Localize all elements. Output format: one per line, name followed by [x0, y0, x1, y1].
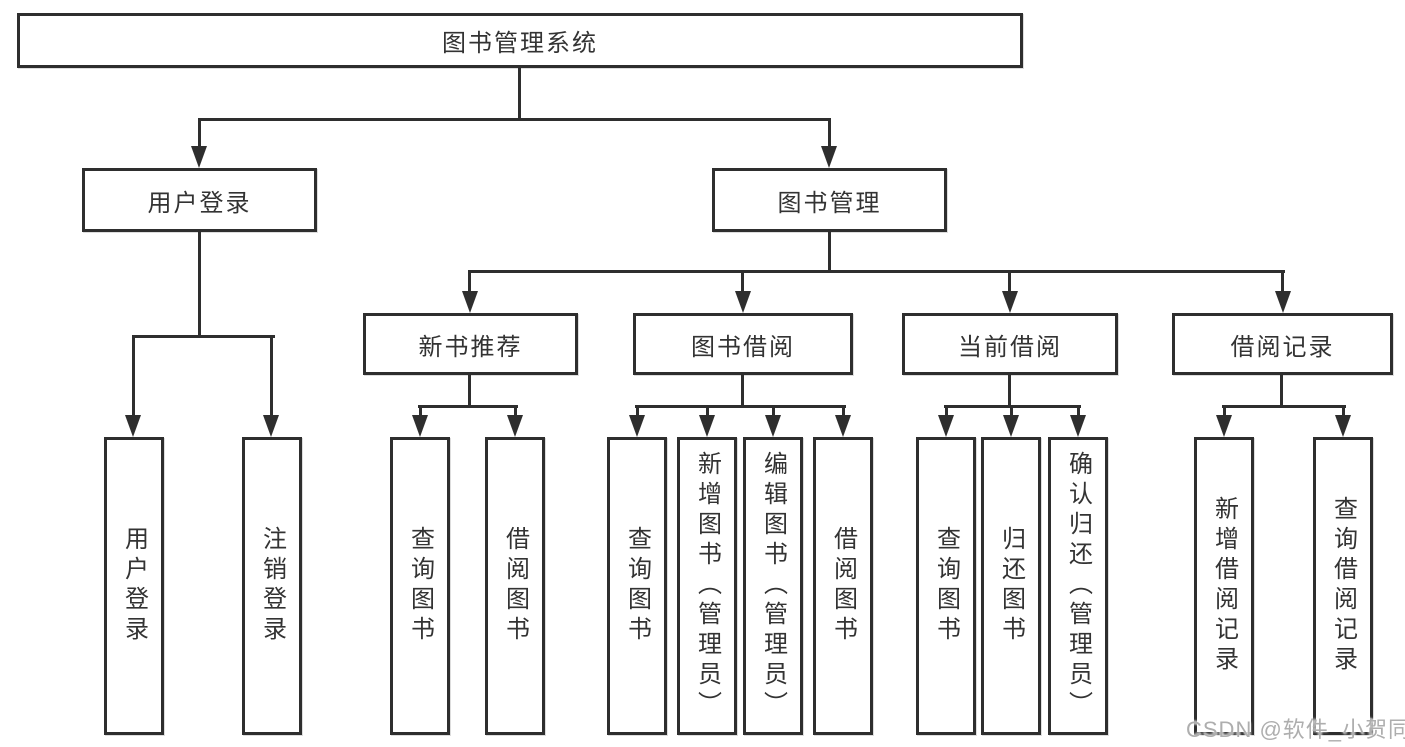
node-label: 注销登录: [258, 526, 286, 646]
connector-line: [468, 270, 471, 293]
node-label: 编辑图书（管理员）: [759, 451, 787, 721]
arrowhead-down-icon: [735, 291, 751, 313]
connector-line: [418, 405, 518, 408]
connector-line: [945, 405, 948, 417]
connector-line: [270, 335, 273, 415]
connector-line: [741, 270, 744, 293]
node-label: 借阅图书: [501, 526, 529, 646]
arrowhead-down-icon: [699, 415, 715, 437]
arrowhead-down-icon: [1275, 291, 1291, 313]
node-user-login: 用户登录: [82, 168, 317, 232]
arrowhead-down-icon: [1216, 415, 1232, 437]
node-label: 图书借阅: [691, 333, 795, 361]
leaf-confirm-return-admin: 确认归还（管理员）: [1048, 437, 1108, 735]
leaf-borrow-books: 借阅图书: [813, 437, 873, 735]
connector-line: [518, 68, 521, 118]
node-label: 图书管理系统: [442, 30, 598, 57]
connector-line: [1008, 375, 1011, 405]
arrowhead-down-icon: [821, 146, 837, 168]
node-label: 新书推荐: [418, 333, 523, 361]
arrowhead-down-icon: [1002, 291, 1018, 313]
leaf-logout: 注销登录: [242, 437, 302, 735]
node-label: 新增图书（管理员）: [693, 451, 721, 721]
node-label: 当前借阅: [958, 333, 1062, 361]
connector-line: [706, 405, 709, 417]
connector-line: [1342, 405, 1345, 417]
node-label: 确认归还（管理员）: [1064, 451, 1092, 721]
node-label: 查询图书: [932, 526, 960, 646]
connector-line: [132, 335, 135, 415]
connector-line: [828, 232, 831, 270]
leaf-add-borrow-record: 新增借阅记录: [1194, 437, 1254, 735]
connector-line: [1223, 405, 1226, 417]
connector-line: [636, 405, 639, 417]
connector-line: [469, 270, 1285, 273]
arrowhead-down-icon: [629, 415, 645, 437]
connector-line: [772, 405, 775, 417]
arrowhead-down-icon: [263, 415, 279, 437]
arrowhead-down-icon: [938, 415, 954, 437]
arrowhead-down-icon: [835, 415, 851, 437]
connector-line: [198, 232, 201, 335]
connector-line: [1222, 405, 1346, 408]
node-book-management: 图书管理: [712, 168, 947, 232]
node-label: 借阅记录: [1230, 333, 1335, 361]
connector-line: [419, 405, 422, 417]
connector-line: [132, 335, 275, 338]
arrowhead-down-icon: [507, 415, 523, 437]
node-label: 图书管理: [777, 189, 882, 217]
csdn-watermark: CSDN @软件_小贺同学: [1186, 717, 1405, 742]
arrowhead-down-icon: [191, 146, 207, 168]
leaf-add-book-admin: 新增图书（管理员）: [677, 437, 737, 735]
arrowhead-down-icon: [462, 291, 478, 313]
node-borrowing-records: 借阅记录: [1172, 313, 1393, 375]
connector-line: [828, 118, 831, 146]
arrowhead-down-icon: [1335, 415, 1351, 437]
arrowhead-down-icon: [412, 415, 428, 437]
node-label: 用户登录: [120, 526, 148, 646]
connector-line: [1077, 405, 1080, 417]
connector-line: [1281, 270, 1284, 293]
leaf-query-books-recommend: 查询图书: [390, 437, 450, 735]
leaf-query-books-current: 查询图书: [916, 437, 976, 735]
connector-line: [1010, 405, 1013, 417]
arrowhead-down-icon: [1070, 415, 1086, 437]
node-label: 借阅图书: [829, 526, 857, 646]
node-label: 查询图书: [623, 526, 651, 646]
connector-line: [198, 118, 831, 121]
connector-line: [1008, 270, 1011, 293]
connector-line: [741, 375, 744, 405]
connector-line: [842, 405, 845, 417]
connector-line: [514, 405, 517, 417]
node-label: 新增借阅记录: [1210, 496, 1238, 676]
node-library-management-system: 图书管理系统: [17, 13, 1023, 68]
node-label: 用户登录: [147, 189, 252, 217]
connector-line: [1280, 375, 1283, 405]
connector-line: [635, 405, 846, 408]
node-label: 归还图书: [997, 526, 1025, 646]
node-current-borrowing: 当前借阅: [902, 313, 1118, 375]
leaf-return-book: 归还图书: [981, 437, 1041, 735]
arrowhead-down-icon: [125, 415, 141, 437]
node-book-borrowing: 图书借阅: [633, 313, 853, 375]
connector-line: [468, 375, 471, 405]
node-label: 查询借阅记录: [1329, 496, 1357, 676]
arrowhead-down-icon: [765, 415, 781, 437]
connector-line: [198, 118, 201, 146]
leaf-query-borrow-record: 查询借阅记录: [1313, 437, 1373, 735]
leaf-query-books-borrowing: 查询图书: [607, 437, 667, 735]
node-new-book-recommendation: 新书推荐: [363, 313, 578, 375]
leaf-borrow-books-recommend: 借阅图书: [485, 437, 545, 735]
node-label: 查询图书: [406, 526, 434, 646]
arrowhead-down-icon: [1003, 415, 1019, 437]
leaf-edit-book-admin: 编辑图书（管理员）: [743, 437, 803, 735]
leaf-user-login: 用户登录: [104, 437, 164, 735]
